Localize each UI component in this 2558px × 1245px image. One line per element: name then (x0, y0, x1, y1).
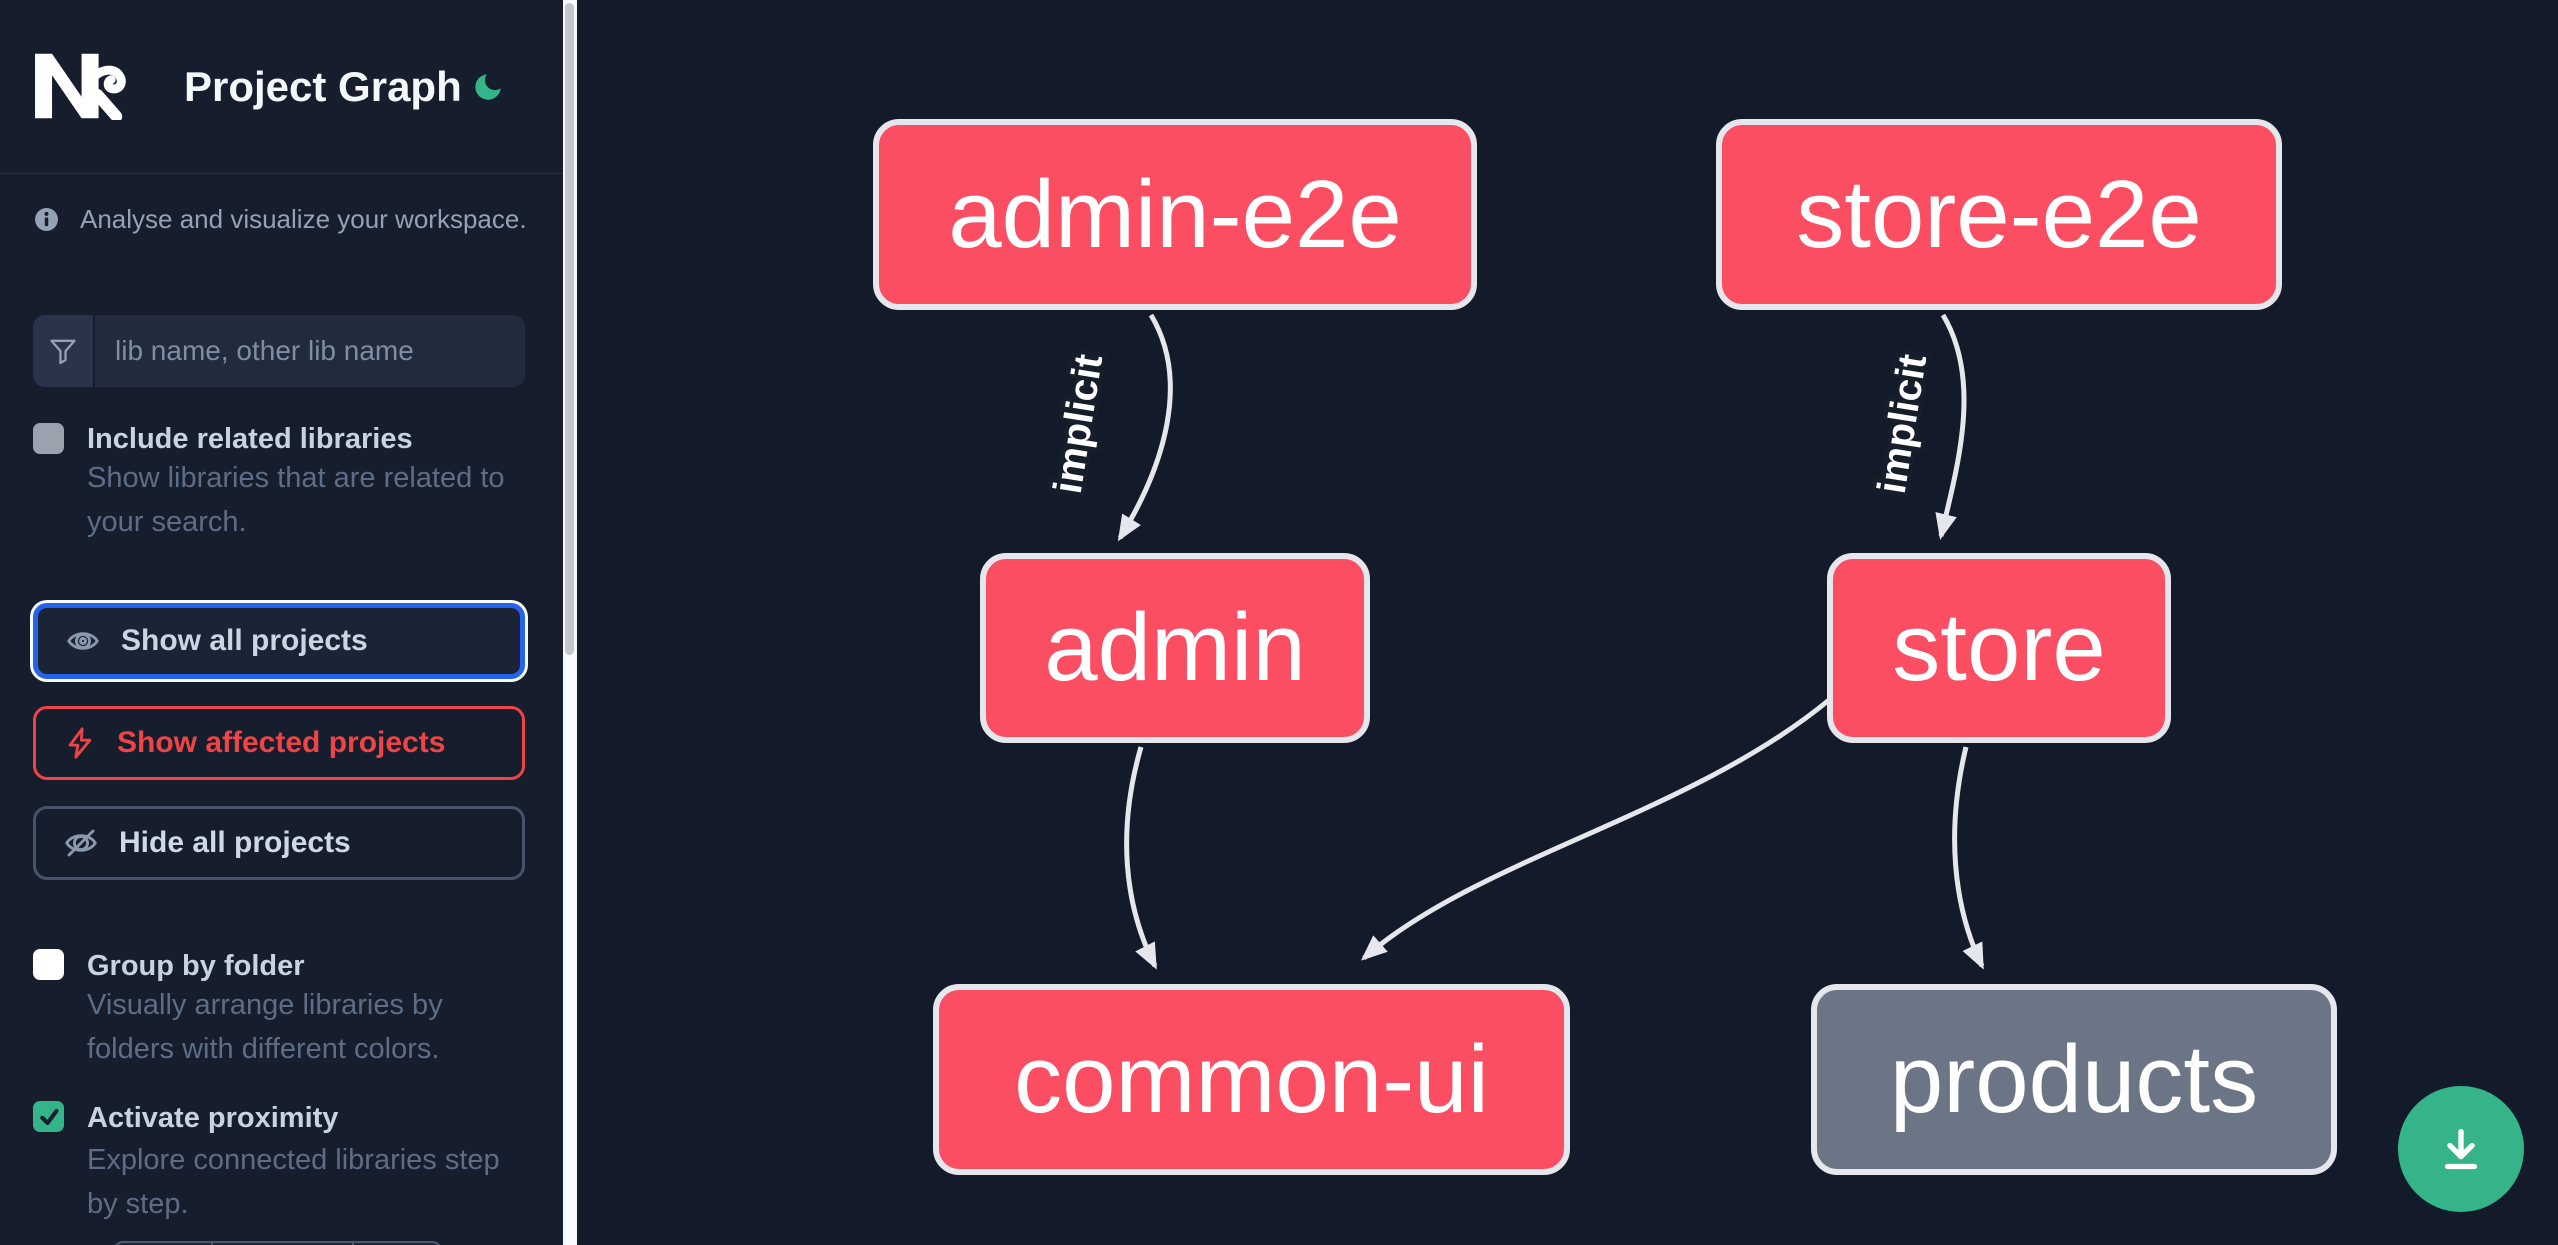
graph-node-products[interactable]: products (1811, 984, 2337, 1175)
eye-icon (65, 623, 101, 659)
nx-logo (35, 53, 126, 120)
header-divider (0, 173, 563, 174)
checkbox-label: Activate proximity (87, 1102, 339, 1134)
sidebar-scrollbar-thumb[interactable] (565, 3, 574, 655)
edge-store-to-products[interactable] (1952, 746, 1985, 970)
include-related-checkbox[interactable] (33, 423, 64, 454)
graph-node-store-e2e[interactable]: store-e2e (1716, 119, 2282, 310)
checkbox-description: Explore connected libraries step by step… (87, 1144, 500, 1220)
lightning-bolt-icon (63, 726, 97, 760)
show-all-projects-button[interactable]: Show all projects (33, 603, 525, 679)
activate-proximity-checkbox[interactable] (33, 1101, 64, 1132)
checkbox-description: Visually arrange libraries by folders wi… (87, 989, 443, 1065)
edge-store-to-common-ui[interactable] (1360, 698, 1831, 961)
show-affected-projects-button[interactable]: Show affected projects (33, 706, 525, 780)
button-label: Show affected projects (117, 726, 446, 759)
graph-node-admin-e2e[interactable]: admin-e2e (873, 119, 1477, 310)
edge-store-e2e-to-store[interactable] (1935, 313, 1967, 540)
graph-node-common-ui[interactable]: common-ui (933, 984, 1570, 1175)
workspace-tagline: Analyse and visualize your workspace. (80, 204, 527, 234)
hide-all-projects-button[interactable]: Hide all projects (33, 806, 525, 880)
eye-off-icon (63, 825, 99, 861)
edge-admin-e2e-to-admin[interactable] (1117, 313, 1173, 542)
search-box (33, 315, 525, 387)
page-title: Project Graph (184, 63, 462, 110)
button-label: Hide all projects (119, 826, 351, 859)
graph-node-admin[interactable]: admin (980, 553, 1370, 743)
check-icon (39, 1108, 59, 1125)
checkbox-label: Group by folder (87, 950, 305, 982)
sidebar-scrollbar-track[interactable] (563, 0, 577, 1245)
group-by-folder-checkbox[interactable] (33, 949, 64, 980)
filter-icon (33, 315, 95, 387)
dark-mode-moon-icon[interactable] (471, 70, 505, 104)
edge-admin-to-common-ui[interactable] (1124, 746, 1158, 970)
sidebar: Project Graph Analyse and visualize your… (0, 0, 563, 1245)
download-icon (2444, 1128, 2478, 1170)
download-image-button[interactable] (2398, 1086, 2524, 1212)
checkbox-description: Show libraries that are related to your … (87, 462, 505, 538)
button-label: Show all projects (121, 624, 368, 657)
checkbox-label: Include related libraries (87, 423, 413, 455)
info-icon (35, 208, 58, 231)
bottom-segmented-control-partial[interactable] (113, 1241, 442, 1245)
search-input[interactable] (95, 315, 525, 387)
graph-node-store[interactable]: store (1827, 553, 2171, 743)
